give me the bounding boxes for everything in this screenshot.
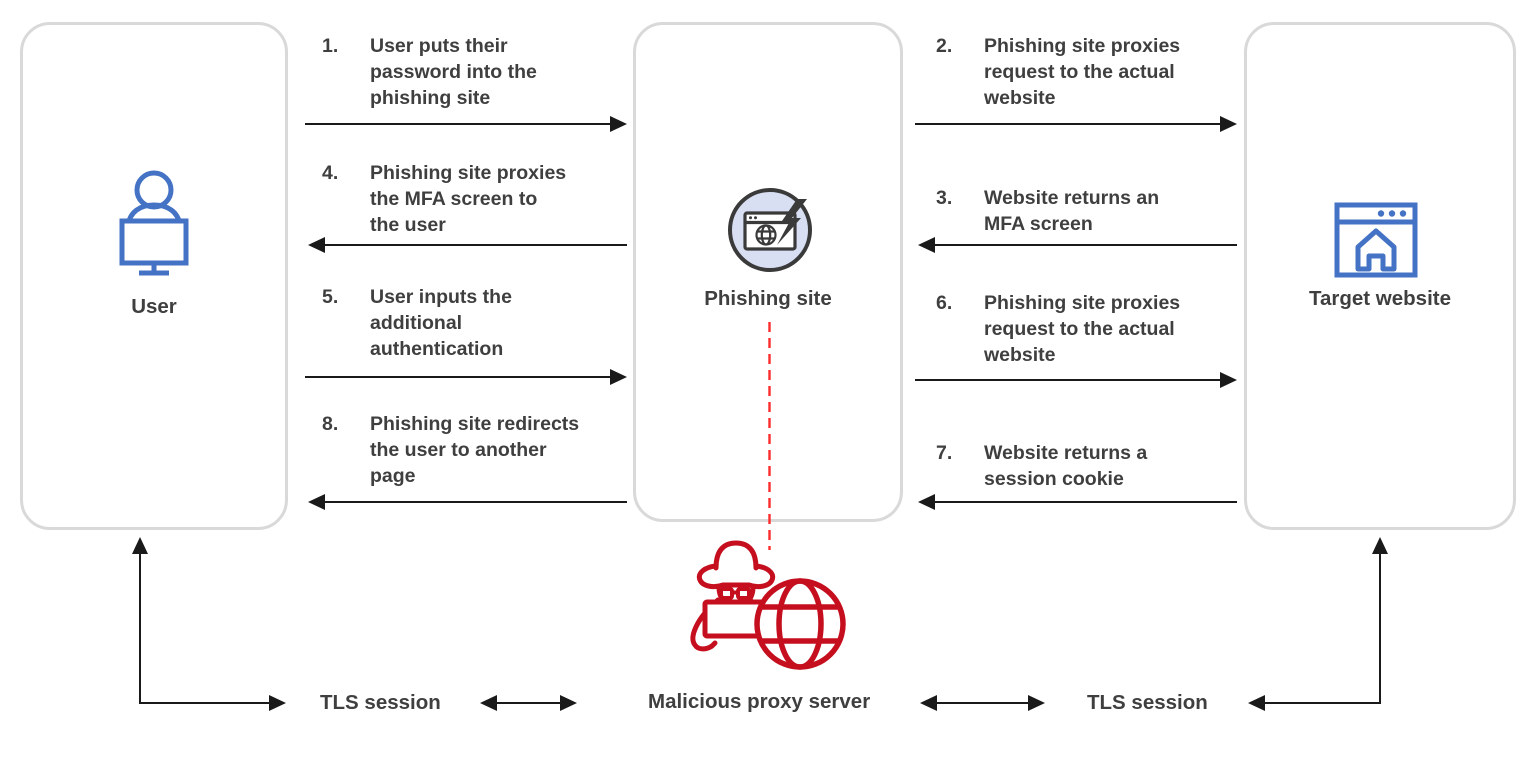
target-website-label: Target website	[1308, 287, 1452, 310]
user-monitor-icon	[119, 170, 189, 276]
step-3-number: 3.	[936, 187, 953, 209]
tls-session-left-label: TLS session	[320, 691, 441, 714]
step-8-arrow-left	[308, 493, 627, 510]
step-7-number: 7.	[936, 442, 953, 464]
tls-arrow-right-from-user	[139, 694, 286, 711]
step-6-number: 6.	[936, 292, 953, 314]
tls-arrow-left-to-proxy	[1248, 694, 1380, 711]
step-5-arrow-right	[305, 368, 627, 385]
step-4-text: 4. Phishing site proxies the MFA screen …	[322, 162, 567, 236]
step-5-number: 5.	[322, 286, 339, 308]
step-5-text: 5. User inputs the additional authentica…	[322, 286, 512, 360]
hacker-globe-icon	[690, 540, 846, 670]
globe-icon	[754, 578, 846, 670]
tls-double-arrow-left	[480, 694, 577, 711]
step-8-number: 8.	[322, 413, 339, 435]
step-3-arrow-left	[918, 236, 1237, 253]
step-6-text: 6. Phishing site proxies request to the …	[936, 292, 1181, 366]
step-2-arrow-right	[915, 115, 1237, 132]
phishing-site-box	[633, 22, 903, 522]
step-1-number: 1.	[322, 35, 339, 57]
step-3-text: 3. Website returns an MFA screen	[936, 187, 1160, 235]
step-1-text: 1. User puts their password into the phi…	[322, 35, 537, 109]
phishing-site-icon	[728, 188, 812, 272]
step-4-number: 4.	[322, 162, 339, 184]
malicious-proxy-server-label: Malicious proxy server	[648, 690, 871, 713]
user-box	[20, 22, 288, 530]
user-label: User	[131, 295, 177, 318]
sunglasses-icon	[719, 587, 751, 600]
step-2-number: 2.	[936, 35, 953, 57]
tls-arrow-up-to-user	[131, 537, 148, 704]
phishing-site-label: Phishing site	[704, 287, 832, 310]
step-4-arrow-left	[308, 236, 627, 253]
step-7-arrow-left	[918, 493, 1237, 510]
step-7-text: 7. Website returns a session cookie	[936, 442, 1148, 490]
tls-double-arrow-right	[920, 694, 1045, 711]
step-1-arrow-right	[305, 115, 627, 132]
tls-arrow-up-to-target	[1371, 537, 1388, 704]
lightning-bolt-icon	[777, 199, 807, 245]
malicious-proxy-dashed-connector	[768, 322, 771, 550]
step-2-text: 2. Phishing site proxies request to the …	[936, 35, 1181, 109]
tls-session-right-label: TLS session	[1087, 691, 1208, 714]
step-6-arrow-right	[915, 371, 1237, 388]
target-website-icon	[1334, 202, 1418, 278]
step-8-text: 8. Phishing site redirects the user to a…	[322, 413, 580, 487]
